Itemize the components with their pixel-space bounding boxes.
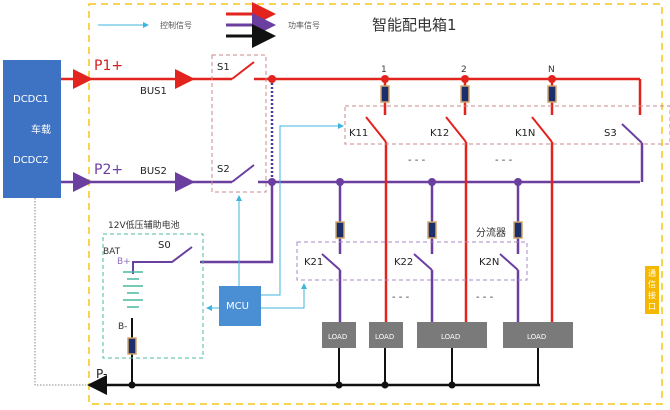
k2n-label: K2N	[479, 257, 499, 268]
bat-label: BAT	[103, 247, 121, 257]
k1n-blade	[531, 116, 553, 143]
shunt-label: 分流器	[476, 226, 506, 239]
s2-switch-blade	[231, 164, 255, 183]
legend-power-label: 功率信号	[288, 20, 320, 30]
k12-label: K12	[430, 128, 449, 139]
k2n-blade	[499, 253, 519, 271]
k12-blade	[445, 116, 467, 143]
load-label-1: LOAD	[328, 333, 347, 341]
shunt-1-icon	[380, 85, 390, 103]
vehicle-label: 车载	[31, 123, 51, 136]
p-minus-label: P-	[96, 367, 107, 381]
dcdc2-label: DCDC2	[13, 155, 49, 166]
dcdc1-label: DCDC1	[13, 94, 49, 105]
bminus-label: B-	[118, 322, 127, 332]
load-box-2	[369, 322, 403, 348]
source-return-line	[34, 198, 86, 386]
load-box-1	[322, 322, 356, 348]
dcdc-source-box	[3, 60, 61, 198]
s0-label: S0	[158, 240, 171, 251]
shunt-battery-icon	[127, 337, 137, 355]
branch-number-n: N	[548, 65, 555, 75]
bus1-label: BUS1	[140, 86, 167, 97]
s1-s2-frame	[211, 54, 267, 193]
ground-node-3	[448, 381, 456, 389]
shunt-k2n-icon	[513, 221, 523, 239]
s3-blade	[621, 123, 643, 144]
bus1-node-tie	[268, 75, 276, 83]
shunt-k21-icon	[335, 221, 345, 239]
ellipsis-k1-b: - - -	[495, 155, 513, 166]
k11-label: K11	[349, 128, 368, 139]
k21-label: K21	[304, 257, 323, 268]
battery-charge-line	[200, 182, 274, 264]
battery-cells-icon	[123, 271, 143, 308]
k21-blade	[321, 253, 341, 271]
distribution-box-frame	[88, 3, 663, 405]
s1-label: S1	[217, 62, 230, 73]
p2-label: P2+	[94, 162, 123, 178]
shunt-2-icon	[460, 85, 470, 103]
s0-switch-blade	[132, 246, 193, 274]
p1-label: P1+	[94, 58, 123, 74]
s2-label: S2	[217, 164, 230, 175]
k11-blade	[365, 116, 387, 143]
load-label-4: LOAD	[527, 333, 546, 341]
k1n-label: K1N	[515, 128, 535, 139]
s3-label: S3	[604, 128, 617, 139]
legend	[98, 2, 276, 48]
bus2-label: BUS2	[140, 166, 167, 177]
branch-number-1: 1	[381, 65, 387, 75]
k1-branches	[365, 75, 644, 322]
shunt-k22-icon	[427, 221, 437, 239]
mcu-box	[219, 286, 261, 326]
battery-title: 12V低压辅助电池	[108, 219, 180, 231]
shunt-n-icon	[547, 85, 557, 103]
ground-node-1	[335, 381, 343, 389]
load-box-3	[417, 322, 487, 348]
load-label-2: LOAD	[375, 333, 394, 341]
ground-node-battery	[128, 381, 136, 389]
ellipsis-k2-b: - - -	[476, 292, 494, 303]
branch-number-2: 2	[461, 65, 467, 75]
battery-frame	[102, 233, 204, 359]
s1-switch-blade	[231, 61, 255, 80]
comm-interface-label: 通信接口	[648, 269, 656, 311]
load-box-4	[503, 322, 573, 348]
legend-control-label: 控制信号	[160, 20, 192, 30]
mcu-to-k1-control	[261, 123, 344, 296]
comm-interface-bar	[645, 266, 659, 314]
load-label-3: LOAD	[441, 333, 460, 341]
mcu-label: MCU	[226, 301, 249, 312]
k22-blade	[413, 253, 433, 271]
bplus-label: B+	[117, 257, 131, 267]
ellipsis-k1-a: - - -	[408, 155, 426, 166]
mcu-to-k2-control	[261, 283, 307, 309]
k2-relay-frame	[296, 241, 528, 281]
k2-branches	[321, 178, 523, 322]
k22-label: K22	[394, 257, 413, 268]
diagram-title: 智能配电箱1	[372, 16, 457, 34]
k1-relay-frame	[344, 105, 670, 145]
ellipsis-k2-a: - - -	[392, 292, 410, 303]
ground-node-2	[381, 381, 389, 389]
